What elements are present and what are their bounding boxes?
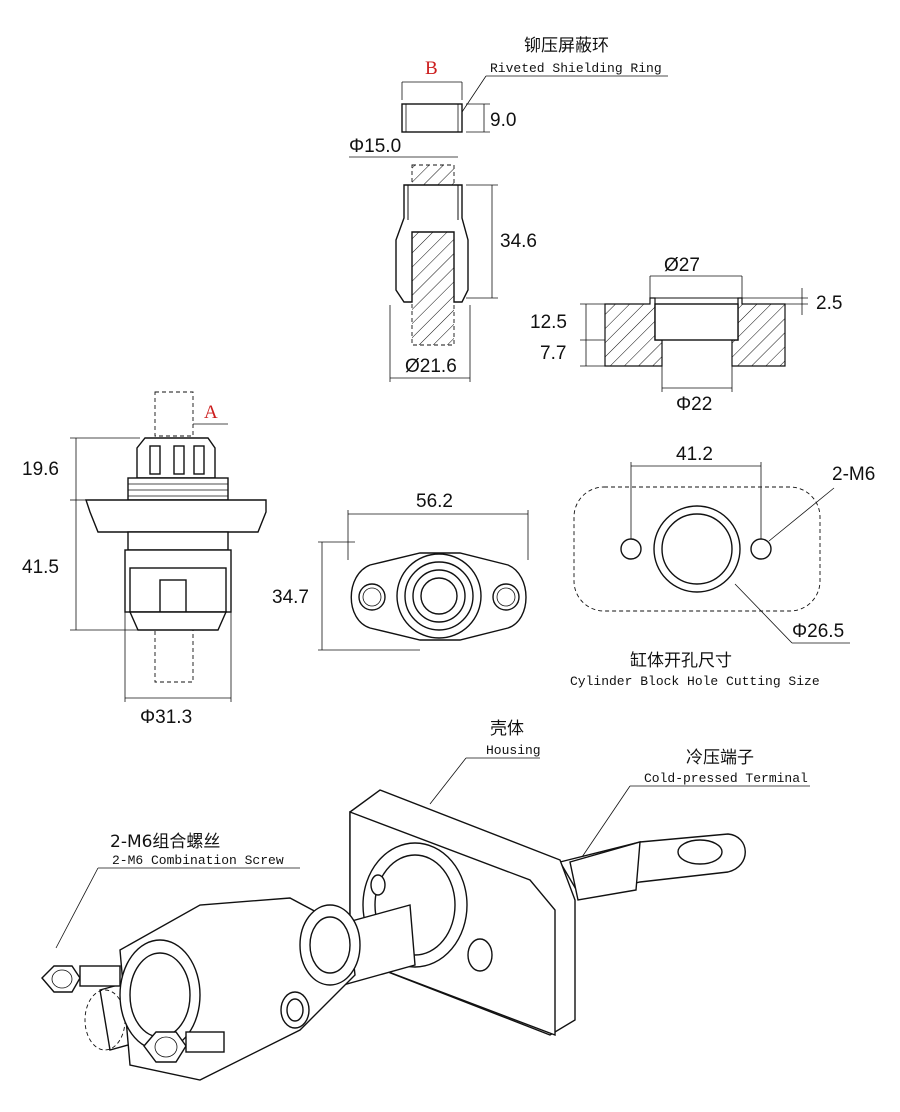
- terminal-label-en: Cold-pressed Terminal: [644, 771, 808, 786]
- dim-conn-body: 41.5: [22, 557, 59, 578]
- housing-label-cn: 壳体: [490, 719, 524, 739]
- dim-cut-step: 2.5: [816, 293, 842, 314]
- sleeve-view: 34.6 Ø21.6: [389, 164, 537, 382]
- ring-view: 铆压屏蔽环 Riveted Shielding Ring B 9.0 Φ15.0: [349, 36, 668, 158]
- dim-ring-dia: Φ15.0: [349, 136, 401, 157]
- screw-label-cn: 2-M6组合螺丝: [110, 832, 220, 852]
- dim-sleeve-dia: Ø21.6: [405, 356, 457, 377]
- terminal-label-cn: 冷压端子: [686, 748, 754, 768]
- dim-flange-height: 34.7: [272, 587, 309, 608]
- hole-cutting-view: 41.2 2-M6 Φ26.5 缸体开孔尺寸 Cylinder Block Ho…: [570, 444, 875, 689]
- hole-label-en: Cylinder Block Hole Cutting Size: [570, 674, 820, 689]
- ring-label-cn: 铆压屏蔽环: [524, 36, 609, 56]
- dim-cut-top-dia: Ø27: [664, 255, 700, 276]
- ring-label-en: Riveted Shielding Ring: [490, 61, 662, 76]
- screw-label-en: 2-M6 Combination Screw: [112, 853, 284, 868]
- hole-label-cn: 缸体开孔尺寸: [630, 650, 732, 671]
- dim-conn-top: 19.6: [22, 459, 59, 480]
- screw-icon: [143, 1031, 225, 1063]
- dim-cut-bottom-dia: Φ22: [676, 394, 712, 415]
- dim-conn-dia: Φ31.3: [140, 707, 192, 728]
- dim-hole-spacing: 41.2: [676, 444, 713, 465]
- connector-front-view: 56.2 34.7: [272, 491, 529, 651]
- connector-side-view: A 19.6 41.5 Φ31.3: [22, 391, 267, 728]
- dim-cut-depth1: 12.5: [530, 312, 567, 333]
- dim-sleeve-len: 34.6: [500, 231, 537, 252]
- assembly-view: 壳体 Housing 冷压端子 Cold-pressed Terminal 2-…: [41, 719, 810, 1081]
- mark-b: B: [425, 58, 438, 79]
- cut-section-view: Ø27 12.5 7.7 2.5 Φ22: [530, 255, 842, 415]
- housing-label-en: Housing: [486, 743, 541, 758]
- mark-a: A: [204, 402, 218, 423]
- screw-icon: [41, 965, 121, 993]
- dim-screw-spec: 2-M6: [832, 464, 875, 485]
- dim-cut-depth2: 7.7: [540, 343, 566, 364]
- dim-bore-dia: Φ26.5: [792, 621, 844, 642]
- dim-flange-width: 56.2: [416, 491, 453, 512]
- dim-ring-height: 9.0: [490, 110, 516, 131]
